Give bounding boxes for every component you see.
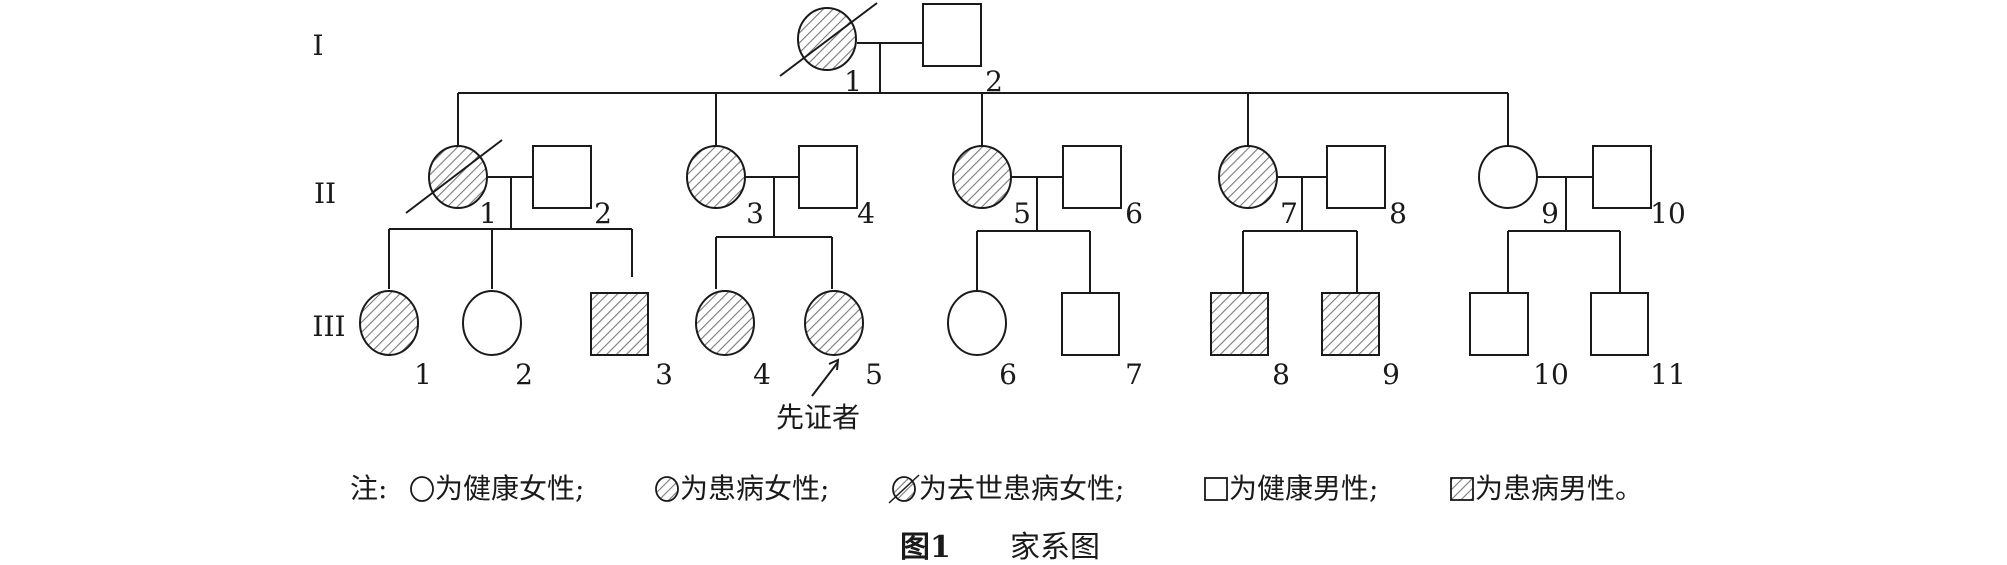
individual-III-4: 4 [695, 290, 771, 391]
individual-number: 1 [844, 65, 862, 98]
generation-label-III: III [312, 310, 345, 343]
proband-arrow [811, 361, 839, 397]
healthy-male-symbol [1590, 292, 1649, 356]
individual-III-9: 9 [1321, 292, 1400, 391]
individual-II-3: 3 [686, 145, 764, 230]
note-healthy-male: 为健康男性; [1229, 472, 1378, 505]
individual-number: 4 [857, 197, 875, 230]
note-prefix: 注: [350, 472, 387, 505]
arrow-head-icon [828, 358, 840, 371]
individual-III-2: 2 [462, 290, 533, 391]
healthy-female-symbol [1478, 145, 1538, 209]
individual-number: 2 [515, 358, 533, 391]
deceased-slash-icon [888, 474, 920, 504]
individual-number: 8 [1389, 197, 1407, 230]
individual-II-9: 9 [1478, 145, 1559, 230]
deceased-slash [405, 139, 503, 214]
individual-III-8: 8 [1210, 292, 1290, 391]
affected-female-symbol [359, 290, 419, 356]
individual-II-1: 1 [405, 139, 503, 230]
affected-male-symbol [1321, 292, 1380, 356]
individual-II-6: 6 [1062, 145, 1143, 230]
affected-male-legend-icon [1450, 477, 1474, 501]
figure-number: 图1 [900, 530, 951, 565]
healthy-male-symbol [922, 3, 982, 67]
individual-number: 5 [865, 358, 883, 391]
individual-number: 3 [746, 197, 764, 230]
figure-title: 家系图 [1010, 530, 1100, 565]
individual-II-10: 10 [1592, 145, 1686, 230]
affected-female-symbol [952, 145, 1012, 209]
individual-number: 1 [414, 358, 432, 391]
individual-III-7: 7 [1061, 292, 1143, 391]
affected-male-symbol [1210, 292, 1269, 356]
affected-female-symbol [804, 290, 864, 356]
healthy-female-symbol [947, 290, 1007, 356]
individual-III-6: 6 [947, 290, 1017, 391]
individual-number: 7 [1280, 197, 1298, 230]
individual-number: 9 [1541, 197, 1559, 230]
individual-II-8: 8 [1326, 145, 1407, 230]
healthy-male-symbol [1469, 292, 1529, 356]
individual-number: 5 [1013, 197, 1031, 230]
healthy-male-symbol [798, 145, 858, 209]
generation-label-II: II [314, 177, 336, 210]
individual-number: 10 [1650, 197, 1686, 230]
individual-I-2: 2 [922, 3, 1003, 98]
deceased-affected-female-symbol [797, 7, 857, 71]
proband-marker: 先证者 [776, 358, 860, 434]
individual-III-5: 5 [804, 290, 883, 391]
individual-number: 4 [753, 358, 771, 391]
individual-number: 8 [1272, 358, 1290, 391]
affected-female-symbol [1218, 145, 1278, 209]
individual-number: 11 [1650, 358, 1686, 391]
individual-II-7: 7 [1218, 145, 1298, 230]
pedigree-lines [388, 42, 1621, 293]
affected-male-symbol [590, 292, 649, 356]
affected-female-legend-icon [655, 476, 679, 502]
note-affected-male: 为患病男性。 [1475, 472, 1643, 505]
legend-note: 注: 为健康女性; 为患病女性; 为去世患病女性; 为健康男性; 为患病男性。 [350, 472, 1643, 505]
healthy-female-symbol [462, 290, 522, 356]
individual-II-4: 4 [798, 145, 875, 230]
individual-III-3: 3 [590, 292, 673, 391]
affected-female-symbol [695, 290, 755, 356]
deceased-slash [779, 2, 878, 77]
individual-number: 6 [999, 358, 1017, 391]
figure-caption: 图1 家系图 [900, 530, 1100, 565]
individual-number: 2 [985, 65, 1003, 98]
note-affected-female: 为患病女性; [680, 472, 829, 505]
individual-number: 3 [655, 358, 673, 391]
individual-number: 2 [594, 197, 612, 230]
individual-number: 7 [1125, 358, 1143, 391]
individual-number: 6 [1125, 197, 1143, 230]
affected-female-symbol [686, 145, 746, 209]
healthy-male-symbol [532, 145, 592, 209]
individual-I-1: 1 [779, 2, 878, 98]
note-deceased-affected-female: 为去世患病女性; [919, 472, 1124, 505]
healthy-male-symbol [1061, 292, 1120, 356]
healthy-male-symbol [1062, 145, 1122, 209]
note-healthy-female: 为健康女性; [435, 472, 584, 505]
individual-III-10: 10 [1469, 292, 1569, 391]
individual-III-11: 11 [1590, 292, 1686, 391]
individual-III-1: 1 [359, 290, 432, 391]
healthy-male-symbol [1326, 145, 1386, 209]
generation-label-I: I [312, 29, 323, 62]
individual-II-5: 5 [952, 145, 1031, 230]
individual-number: 10 [1533, 358, 1569, 391]
individual-number: 9 [1382, 358, 1400, 391]
proband-label: 先证者 [776, 401, 860, 434]
healthy-male-symbol [1592, 145, 1652, 209]
individual-number: 1 [479, 197, 497, 230]
individual-II-2: 2 [532, 145, 612, 230]
healthy-female-legend-icon [410, 476, 434, 502]
healthy-male-legend-icon [1204, 477, 1228, 501]
